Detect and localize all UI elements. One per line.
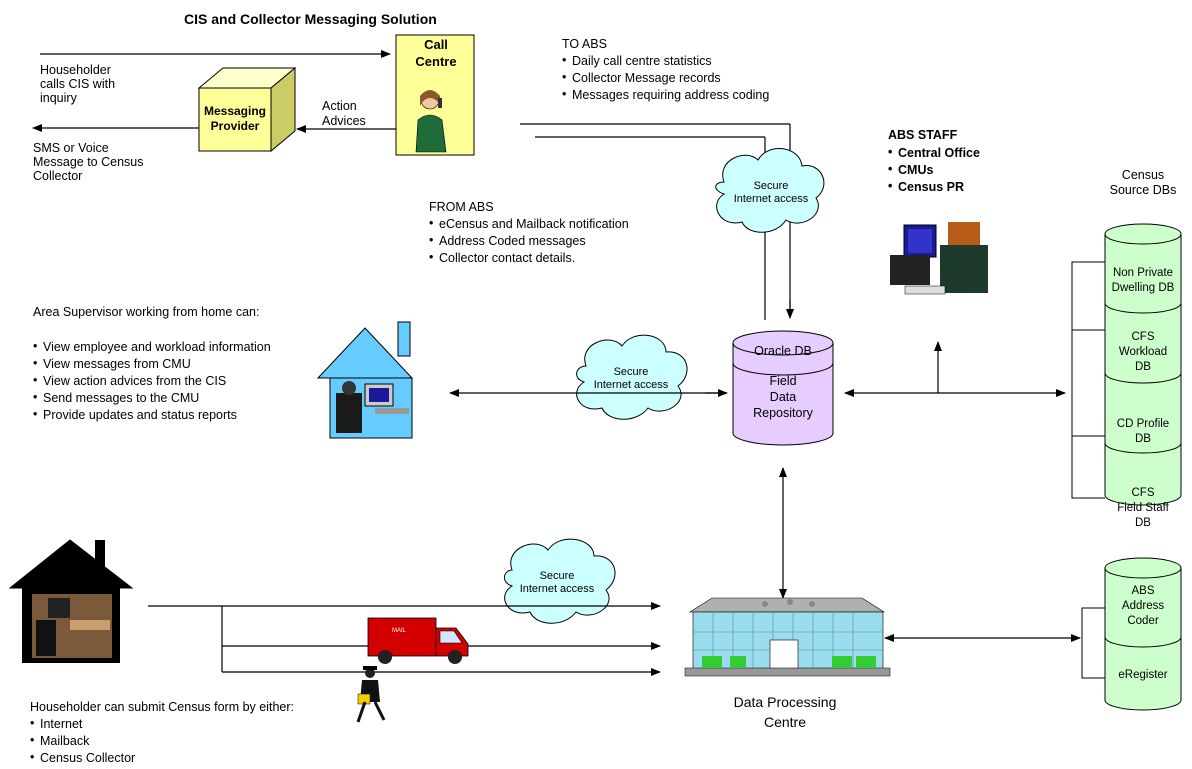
- from-abs-item: Collector contact details.: [429, 249, 629, 267]
- messaging-provider-box: [197, 66, 297, 153]
- householder-submit-item: Census Collector: [30, 749, 135, 767]
- householder-submit-item: Internet: [30, 715, 135, 733]
- data-processing-centre-building: [684, 597, 891, 677]
- area-supervisor-item: Send messages to the CMU: [33, 389, 271, 407]
- area-supervisor-item: Provide updates and status reports: [33, 406, 271, 424]
- call-centre-box: [395, 34, 475, 156]
- supervisor-home-icon: [316, 321, 414, 439]
- abs-staff-image: [888, 220, 988, 295]
- oracle-db-cylinder: [732, 330, 834, 446]
- to-abs-item: Collector Message records: [562, 69, 769, 87]
- secure-internet-cloud-3: [504, 538, 616, 624]
- secure-internet-cloud-1: [715, 148, 825, 233]
- abs-staff-item: Central Office: [888, 144, 980, 162]
- to-abs-list: Daily call centre statistics Collector M…: [562, 52, 769, 104]
- from-abs-item: eCensus and Mailback notification: [429, 215, 629, 233]
- area-supervisor-list: View employee and workload information V…: [33, 338, 271, 424]
- abs-staff-list: Central Office CMUs Census PR: [888, 144, 980, 196]
- van-label: MAIL: [392, 628, 407, 634]
- householder-submit-list: Internet Mailback Census Collector: [30, 715, 135, 767]
- area-supervisor-heading: Area Supervisor working from home can:: [33, 305, 260, 319]
- source-db-bracket: [1071, 261, 1105, 499]
- abs-staff-heading: ABS STAFF: [888, 128, 958, 142]
- from-abs-heading: FROM ABS: [429, 200, 494, 214]
- to-abs-heading: TO ABS: [562, 37, 607, 51]
- secure-internet-cloud-2: [576, 334, 688, 420]
- householder-submit-heading: Householder can submit Census form by ei…: [30, 700, 295, 714]
- area-supervisor-item: View messages from CMU: [33, 355, 271, 373]
- mail-van-icon: MAIL: [367, 617, 469, 664]
- diagram-title: CIS and Collector Messaging Solution: [184, 11, 437, 27]
- eregister-label: eRegister: [1118, 669, 1168, 681]
- census-collector-icon: [356, 666, 386, 723]
- abs-staff-item: Census PR: [888, 178, 980, 196]
- abs-staff-item: CMUs: [888, 161, 980, 179]
- from-abs-list: eCensus and Mailback notification Addres…: [429, 215, 629, 267]
- census-source-db-stack: [1104, 223, 1182, 506]
- from-abs-item: Address Coded messages: [429, 232, 629, 250]
- area-supervisor-item: View action advices from the CIS: [33, 372, 271, 390]
- abs-coder-db-stack: [1104, 557, 1182, 711]
- oracle-db-label: Oracle DB: [754, 344, 812, 358]
- to-abs-item: Messages requiring address coding: [562, 86, 769, 104]
- area-supervisor-item: View employee and workload information: [33, 338, 271, 356]
- householder-home-icon: [8, 539, 134, 663]
- to-abs-item: Daily call centre statistics: [562, 52, 769, 70]
- call-centre-agent-icon: [415, 90, 447, 153]
- householder-submit-item: Mailback: [30, 732, 135, 750]
